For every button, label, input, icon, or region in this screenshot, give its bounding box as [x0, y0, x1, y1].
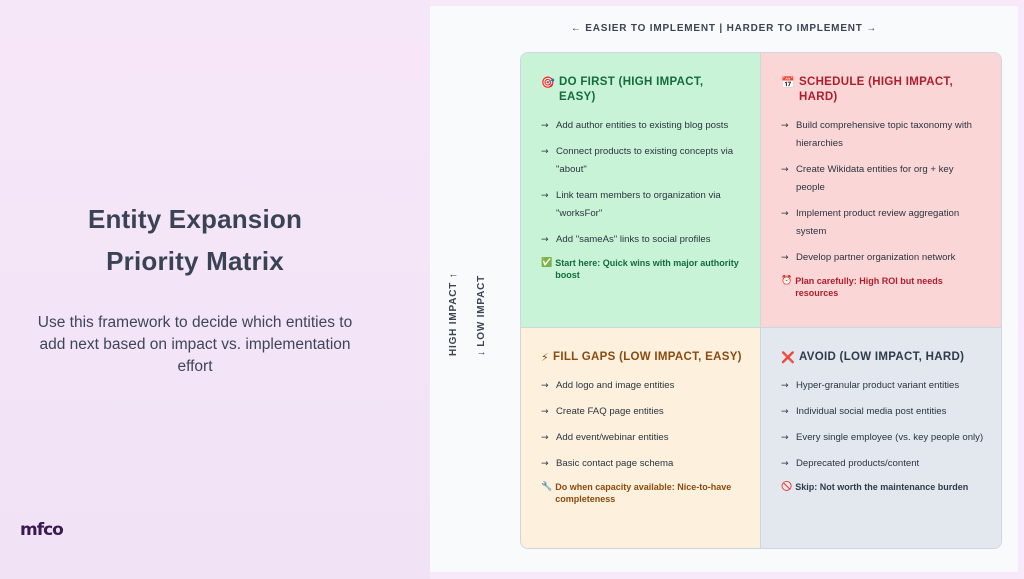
- quadrant-title: ❌ AVOID (LOW IMPACT, HARD): [781, 350, 985, 365]
- list-item-text: Hyper-granular product variant entities: [796, 380, 960, 391]
- list-item: → Individual social media post entities: [781, 403, 985, 421]
- arrow-right-icon: →: [781, 209, 789, 219]
- quadrant-schedule: 📅 SCHEDULE (HIGH IMPACT, HARD) → Build co…: [761, 53, 1001, 328]
- slide-title: Entity Expansion Priority Matrix: [40, 198, 350, 282]
- list-item-text: Add event/webinar entities: [556, 432, 669, 443]
- low-impact-label: ↓ LOW IMPACT: [476, 274, 487, 356]
- arrow-right-icon: →: [781, 381, 789, 391]
- list-item-text: Link team members to organization via "w…: [556, 190, 721, 219]
- horizontal-axis-label: ← EASIER TO IMPLEMENT | HARDER TO IMPLEM…: [570, 23, 878, 34]
- cross-icon: ❌: [781, 351, 795, 364]
- slide-title-line2: Priority Matrix: [106, 246, 284, 276]
- list-item-text: Create Wikidata entities for org + key p…: [796, 164, 954, 193]
- quadrant-title-text: SCHEDULE (HIGH IMPACT, HARD): [799, 76, 953, 103]
- arrow-right-icon: →: [781, 407, 789, 417]
- calendar-icon: 📅: [781, 76, 795, 89]
- quadrant-title-text: DO FIRST (HIGH IMPACT, EASY): [559, 76, 704, 103]
- arrow-right-icon: →: [541, 407, 549, 417]
- arrow-right-icon: →: [781, 165, 789, 175]
- list-item: → Link team members to organization via "…: [541, 187, 742, 223]
- arrow-right-icon: →: [781, 253, 789, 263]
- target-icon: 🎯: [541, 76, 555, 89]
- quadrant-note-text: Do when capacity available: Nice-to-have…: [555, 482, 732, 504]
- list-item: → Every single employee (vs. key people o…: [781, 429, 985, 447]
- quadrant-title-text: FILL GAPS (LOW IMPACT, EASY): [553, 351, 742, 363]
- quadrant-title: 🎯 DO FIRST (HIGH IMPACT, EASY): [541, 75, 742, 105]
- slide-subtitle: Use this framework to decide which entit…: [37, 314, 353, 375]
- arrow-right-icon: →: [541, 381, 549, 391]
- matrix-panel: ← EASIER TO IMPLEMENT | HARDER TO IMPLEM…: [430, 6, 1018, 572]
- quadrant-list: → Add logo and image entities → Create FAQ…: [541, 377, 742, 473]
- quadrant-list: → Add author entities to existing blog po…: [541, 117, 742, 249]
- arrow-right-icon: →: [541, 235, 549, 245]
- quadrant-list: → Build comprehensive topic taxonomy with…: [781, 117, 985, 267]
- list-item-text: Every single employee (vs. key people on…: [796, 432, 984, 443]
- quadrant-note-text: Start here: Quick wins with major author…: [555, 258, 739, 280]
- list-item: → Deprecated products/content: [781, 455, 985, 473]
- brand-logo: mfco: [20, 520, 64, 540]
- arrow-right-icon: →: [541, 147, 549, 157]
- quadrant-title: 📅 SCHEDULE (HIGH IMPACT, HARD): [781, 75, 985, 105]
- prohibited-icon: 🚫: [781, 482, 793, 492]
- list-item: → Add event/webinar entities: [541, 429, 742, 447]
- wrench-icon: 🔧: [541, 482, 553, 492]
- list-item: → Connect products to existing concepts v…: [541, 143, 742, 179]
- arrow-right-icon: →: [781, 459, 789, 469]
- list-item-text: Add "sameAs" links to social profiles: [556, 234, 711, 245]
- quadrant-fill-gaps: ⚡ FILL GAPS (LOW IMPACT, EASY) → Add logo…: [521, 328, 761, 548]
- check-icon: ✅: [541, 258, 553, 268]
- quadrant-note: 🔧 Do when capacity available: Nice-to-ha…: [541, 481, 742, 505]
- quadrant-note-text: Plan carefully: High ROI but needs resou…: [795, 276, 943, 298]
- list-item: → Basic contact page schema: [541, 455, 742, 473]
- title-panel: Entity Expansion Priority Matrix Use thi…: [0, 0, 430, 579]
- quadrant-do-first: 🎯 DO FIRST (HIGH IMPACT, EASY) → Add auth…: [521, 53, 761, 328]
- quadrant-avoid: ❌ AVOID (LOW IMPACT, HARD) → Hyper-granul…: [761, 328, 1001, 548]
- list-item: → Hyper-granular product variant entities: [781, 377, 985, 395]
- list-item-text: Deprecated products/content: [796, 458, 920, 469]
- quadrant-list: → Hyper-granular product variant entities…: [781, 377, 985, 473]
- list-item-text: Develop partner organization network: [796, 252, 956, 263]
- list-item-text: Basic contact page schema: [556, 458, 674, 469]
- list-item-text: Implement product review aggregation sys…: [796, 208, 960, 237]
- arrow-right-icon: →: [541, 433, 549, 443]
- list-item-text: Add author entities to existing blog pos…: [556, 120, 729, 131]
- quadrant-note: ✅ Start here: Quick wins with major auth…: [541, 257, 742, 281]
- list-item-text: Individual social media post entities: [796, 406, 947, 417]
- arrow-right-icon: →: [541, 191, 549, 201]
- priority-matrix: 🎯 DO FIRST (HIGH IMPACT, EASY) → Add auth…: [520, 52, 1002, 549]
- list-item: → Create Wikidata entities for org + key …: [781, 161, 985, 197]
- quadrant-title-text: AVOID (LOW IMPACT, HARD): [799, 351, 965, 363]
- quadrant-note: ⏰ Plan carefully: High ROI but needs res…: [781, 275, 985, 299]
- list-item-text: Build comprehensive topic taxonomy with …: [796, 120, 972, 149]
- list-item: → Add logo and image entities: [541, 377, 742, 395]
- quadrant-note-text: Skip: Not worth the maintenance burden: [795, 482, 969, 492]
- list-item: → Create FAQ page entities: [541, 403, 742, 421]
- alarm-clock-icon: ⏰: [781, 276, 793, 286]
- quadrant-note: 🚫 Skip: Not worth the maintenance burden: [781, 481, 985, 493]
- arrow-right-icon: →: [541, 459, 549, 469]
- list-item-text: Add logo and image entities: [556, 380, 675, 391]
- list-item: → Develop partner organization network: [781, 249, 985, 267]
- vertical-axis: HIGH IMPACT ↑ ↓ LOW IMPACT: [444, 248, 504, 368]
- arrow-right-icon: →: [781, 433, 789, 443]
- high-impact-label: HIGH IMPACT ↑: [448, 272, 459, 356]
- list-item-text: Connect products to existing concepts vi…: [556, 146, 734, 175]
- list-item-text: Create FAQ page entities: [556, 406, 664, 417]
- list-item: → Build comprehensive topic taxonomy with…: [781, 117, 985, 153]
- list-item: → Add "sameAs" links to social profiles: [541, 231, 742, 249]
- quadrant-title: ⚡ FILL GAPS (LOW IMPACT, EASY): [541, 350, 742, 365]
- lightning-icon: ⚡: [541, 351, 550, 364]
- list-item: → Implement product review aggregation sy…: [781, 205, 985, 241]
- slide-title-line1: Entity Expansion: [87, 204, 303, 234]
- list-item: → Add author entities to existing blog po…: [541, 117, 742, 135]
- arrow-right-icon: →: [781, 121, 789, 131]
- arrow-right-icon: →: [541, 121, 549, 131]
